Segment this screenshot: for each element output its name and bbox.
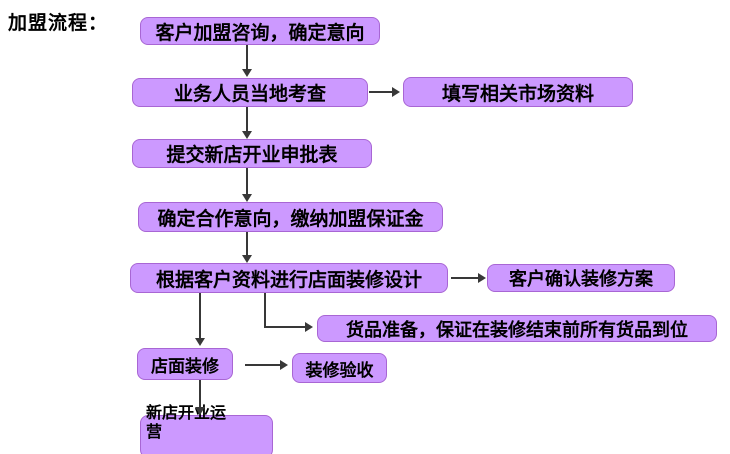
flow-node-acceptance: 装修验收: [292, 353, 387, 383]
flow-node-approval-form: 提交新店开业申批表: [132, 139, 372, 168]
connector-deposit-to-design: [246, 232, 248, 256]
flow-node-opening: [140, 415, 273, 454]
flow-node-design: 根据客户资料进行店面装修设计: [130, 263, 448, 293]
connector-design-to-renovation: [199, 293, 201, 339]
flow-node-goods: 货品准备，保证在装修结束前所有货品到位: [317, 315, 717, 342]
flow-node-renovation: 店面装修: [137, 348, 233, 380]
connector-renovation-to-opening: [199, 380, 201, 408]
connector-consult-to-survey: [246, 45, 248, 70]
connector-design-to-confirm-plan: [451, 277, 479, 279]
connector-survey-to-market-info: [369, 91, 393, 93]
connector-design-to-goods-horizontal: [264, 326, 306, 328]
arrowhead-down-icon: [242, 194, 252, 202]
connector-design-to-goods-vertical: [264, 293, 266, 328]
arrowhead-right-icon: [305, 322, 313, 332]
arrowhead-down-icon: [242, 69, 252, 77]
arrowhead-right-icon: [392, 87, 400, 97]
page-title: 加盟流程：: [8, 12, 109, 34]
arrowhead-down-icon: [195, 338, 205, 346]
arrowhead-down-icon: [242, 131, 252, 139]
arrowhead-down-icon: [195, 407, 205, 415]
arrowhead-down-icon: [242, 255, 252, 263]
connector-survey-to-approval-form: [246, 107, 248, 132]
flow-node-deposit: 确定合作意向，缴纳加盟保证金: [138, 202, 443, 232]
flow-node-survey: 业务人员当地考查: [132, 78, 368, 107]
flow-node-opening-label: 新店开业运营: [146, 405, 227, 441]
connector-renovation-to-acceptance: [245, 364, 281, 366]
connector-approval-to-deposit: [246, 168, 248, 195]
flow-node-consult: 客户加盟咨询，确定意向: [140, 17, 380, 45]
arrowhead-right-icon: [280, 360, 288, 370]
flow-node-market-info: 填写相关市场资料: [403, 77, 633, 107]
arrowhead-right-icon: [478, 273, 486, 283]
flow-node-confirm-plan: 客户确认装修方案: [487, 264, 675, 292]
